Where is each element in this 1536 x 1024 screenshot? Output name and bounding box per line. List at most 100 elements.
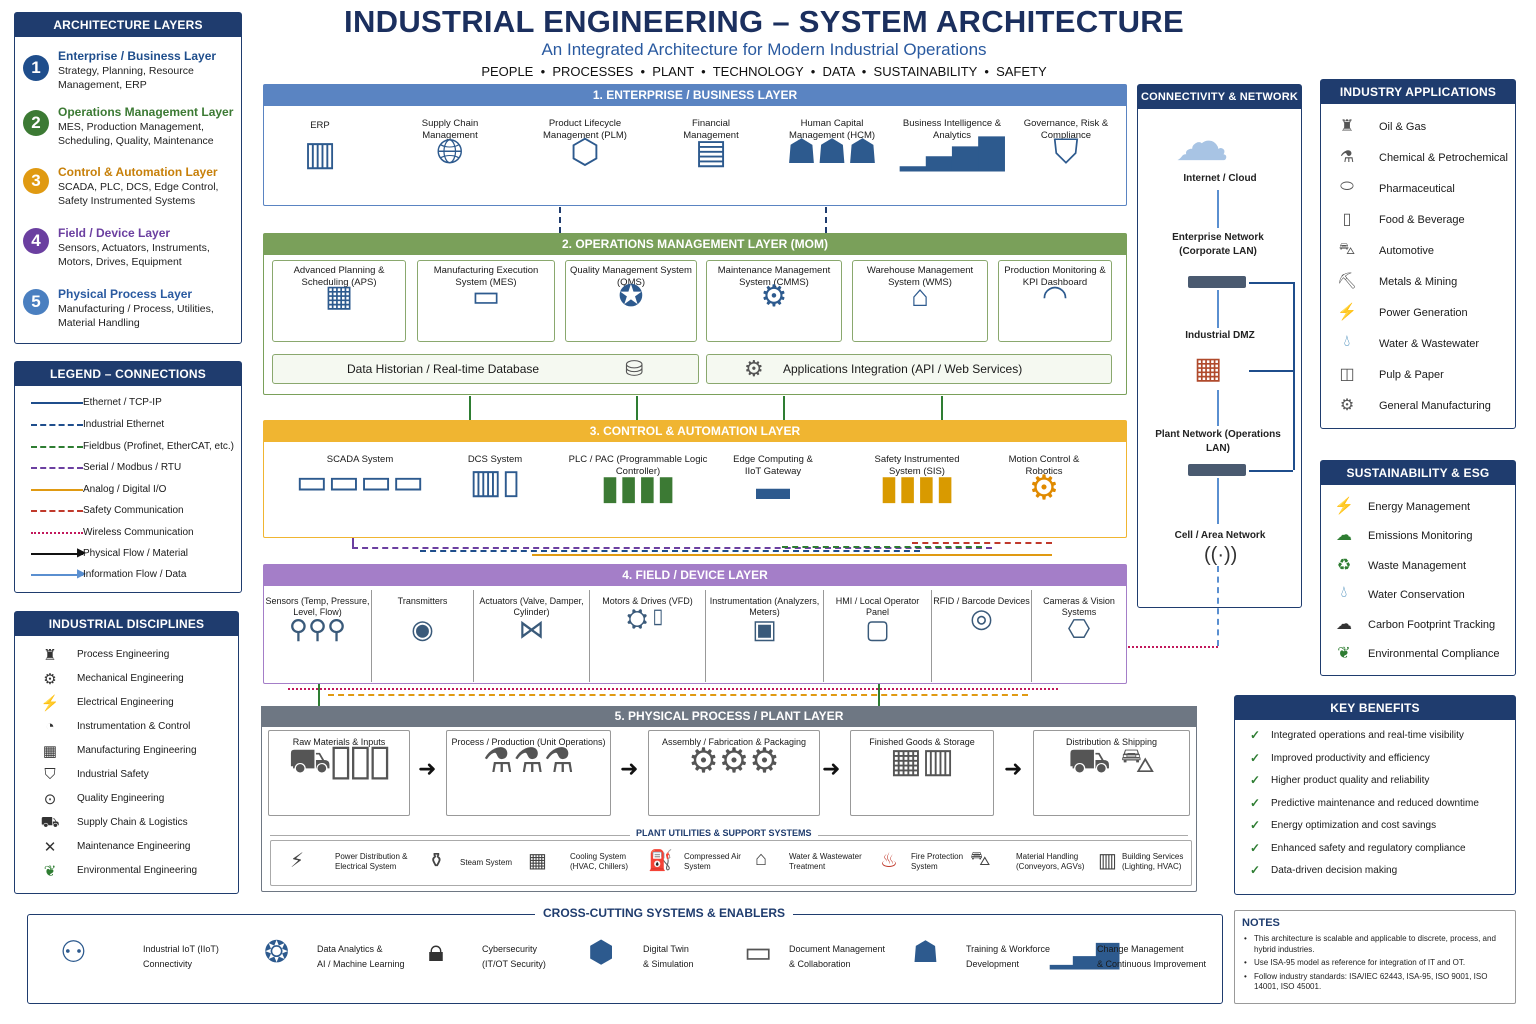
paper-roll-icon: ◫ [1339, 366, 1355, 383]
aps-card: Advanced Planning & Scheduling (APS) ▦ [272, 260, 406, 342]
layer-title: Field / Device Layer [58, 226, 171, 240]
info-flow-line [1249, 370, 1293, 372]
layer-desc: MES, Production Management, Scheduling, … [58, 121, 214, 147]
application-label: Chemical & Petrochemical [1379, 152, 1508, 164]
check-icon: ✓ [1250, 751, 1261, 765]
calendar-clock-icon: ▦ [324, 280, 354, 313]
connector-line [636, 396, 638, 420]
actuators-card: Actuators (Valve, Damper, Cylinder) ⋈ [474, 590, 590, 682]
benefit-item: Improved productivity and efficiency [1271, 753, 1430, 764]
layer-desc: Manufacturing / Process, Utilities, Mate… [58, 303, 214, 329]
cube-icon: ⬡ [570, 133, 600, 171]
leaf-icon: ❦ [43, 863, 57, 880]
flask-icon: ⚗ [1339, 149, 1355, 166]
connector-line [1217, 190, 1219, 228]
pill-icon: ⬭ [1340, 178, 1354, 195]
legend-line [31, 402, 83, 404]
connector-line [782, 546, 982, 548]
application-label: Pharmaceutical [1379, 183, 1455, 195]
benefit-item: Data-driven decision making [1271, 865, 1398, 876]
connector-line [912, 542, 1052, 544]
finance-card: Financial Management ▤ [670, 118, 752, 169]
utility-label: Steam System [460, 858, 513, 867]
magnifier-icon: ⊙ [43, 791, 57, 808]
connector-line [352, 547, 992, 549]
enabler-line: Change Management [1097, 944, 1184, 954]
mes-card: Manufacturing Execution System (MES) ▭ [417, 260, 555, 342]
architecture-layers-panel: ARCHITECTURE LAYERS [14, 12, 242, 344]
connectivity-panel: CONNECTIVITY & NETWORK [1137, 84, 1302, 608]
hmi-card: HMI / Local Operator Panel ▢ [824, 590, 932, 682]
firewall-icon: ▦ [1194, 352, 1223, 385]
disciplines-panel: INDUSTRIAL DISCIPLINES ♜ Process Enginee… [14, 611, 239, 894]
bi-label: Business Intelligence & Analytics [902, 118, 1002, 141]
touch-panel-icon: ▢ [865, 614, 890, 644]
connector-line [559, 207, 561, 233]
physical-layer [261, 706, 1197, 892]
field-layer-header: 4. FIELD / DEVICE LAYER [264, 565, 1126, 586]
utility-label: Water & Wastewater Treatment [789, 852, 862, 871]
wireless-link-line [1217, 566, 1219, 646]
discipline-label: Mechanical Engineering [77, 673, 184, 684]
building-icon: ▥ [1098, 850, 1117, 872]
kpi-label: Production Monitoring & KPI Dashboard [1004, 265, 1106, 288]
wireless-icon: ((·)) [1204, 544, 1238, 566]
enabler-label: Data Analytics &AI / Machine Learning [317, 942, 405, 972]
truck-icon: ⛟ [40, 814, 60, 831]
distribution-box: Distribution & Shipping ⛟ ⛍ [1033, 730, 1190, 816]
benefit-item: Energy optimization and cost savings [1271, 820, 1437, 831]
oil-rig-icon: ♜ [1339, 118, 1355, 135]
pillar: PROCESSES [552, 64, 634, 79]
legend-label: Serial / Modbus / RTU [83, 462, 182, 473]
motor-icon: ⛭▯ [626, 603, 669, 633]
enabler-label: Industrial IoT (IIoT)Connectivity [143, 942, 219, 972]
note-text: Use ISA-95 model as reference for integr… [1254, 958, 1466, 967]
layer-number-badge: 2 [23, 110, 49, 136]
connector-line [1217, 290, 1219, 328]
integration-bar [706, 354, 1112, 384]
switch-icon [1188, 276, 1246, 288]
connector-line [825, 207, 827, 233]
check-icon: ✓ [1250, 841, 1261, 855]
machine-icon: ▦ [42, 743, 58, 760]
legend-line [31, 510, 83, 512]
lightning-icon: ⚡ [40, 695, 60, 712]
cameras-card: Cameras & Vision Systems ⎔ [1032, 590, 1126, 682]
pillar: SAFETY [996, 64, 1047, 79]
warehouse-icon: ⌂ [910, 280, 930, 313]
enabler-line: Connectivity [143, 959, 193, 969]
raw-materials-label: Raw Materials & Inputs [292, 737, 386, 747]
discipline-label: Supply Chain & Logistics [77, 817, 188, 828]
mes-label: Manufacturing Execution System (MES) [433, 265, 539, 288]
raw-materials-box: Raw Materials & Inputs ⛟▯▯▯ [268, 730, 410, 816]
wms-card: Warehouse Management System (WMS) ⌂ [852, 260, 988, 342]
crosscutting-title: CROSS-CUTTING SYSTEMS & ENABLERS [535, 906, 794, 920]
connector-line [1217, 478, 1219, 524]
rfid-icon: ◎ [970, 603, 993, 633]
discipline-label: Industrial Safety [77, 769, 149, 780]
legend-line [31, 446, 83, 448]
enabler-line: & Simulation [643, 959, 694, 969]
enabler-line: AI / Machine Learning [317, 959, 405, 969]
connector-line [469, 396, 471, 420]
note-item: •This architecture is scalable and appli… [1244, 934, 1496, 954]
connector-line [288, 688, 1058, 690]
layer-number-badge: 3 [23, 168, 49, 194]
connector-line [420, 550, 920, 552]
sustainability-panel: SUSTAINABILITY & ESG [1320, 460, 1516, 676]
historian-bar [272, 354, 699, 384]
sensors-label: Sensors (Temp, Pressure, Level, Flow) [265, 596, 370, 617]
discipline-label: Maintenance Engineering [77, 841, 191, 852]
enabler-line: (IT/OT Security) [482, 959, 546, 969]
panel-header: CONNECTIVITY & NETWORK [1138, 85, 1301, 109]
growth-icon: ▁▃▆ [1050, 936, 1120, 969]
notes-panel [1234, 910, 1516, 1004]
assembly-box: Assembly / Fabrication & Packaging ⚙⚙⚙ [648, 730, 820, 816]
utility-label: Building Services (Lighting, HVAC) [1122, 852, 1184, 871]
network-node-label: Enterprise Network (Corporate LAN) [1172, 232, 1264, 257]
production-box: Process / Production (Unit Operations) ⚗… [446, 730, 611, 816]
legend-label: Fieldbus (Profinet, EtherCAT, etc.) [83, 441, 234, 452]
panel-header: INDUSTRY APPLICATIONS [1321, 80, 1515, 104]
pillars: PEOPLE • PROCESSES • PLANT • TECHNOLOGY … [481, 64, 1047, 79]
